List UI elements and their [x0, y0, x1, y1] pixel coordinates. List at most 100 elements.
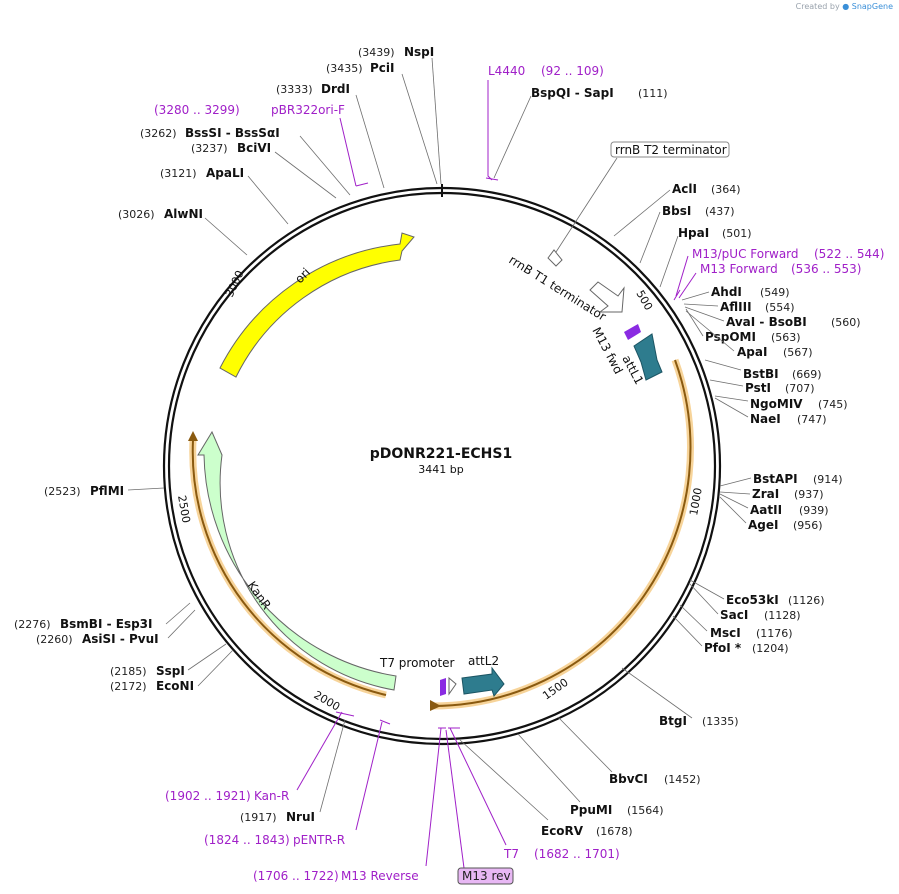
credit-brand: SnapGene	[851, 2, 893, 11]
leader-avai	[684, 306, 725, 322]
enzyme-psti-pos: (707)	[785, 382, 815, 395]
enzyme-bbvci-pos: (1452)	[664, 773, 701, 786]
primer-kanr-range: (1902 .. 1921)	[165, 789, 251, 803]
leader-afliii	[683, 303, 719, 307]
leader-m13fwd-primer	[678, 272, 697, 299]
leader-l4440	[487, 80, 493, 181]
leader-m13rev	[425, 727, 442, 867]
primer-kanr: Kan-R	[254, 789, 289, 803]
primer-pentr-range: (1824 .. 1843)	[204, 833, 290, 847]
enzyme-acli-pos: (364)	[711, 183, 741, 196]
enzyme-ngomiv-pos: (745)	[818, 398, 848, 411]
orf-arc-right	[431, 359, 692, 708]
leader-pbr322	[339, 117, 357, 187]
attl2-arrow	[461, 666, 505, 698]
enzyme-apali-pos: (3121)	[160, 167, 197, 180]
enzyme-bstapi: BstAPI	[753, 472, 798, 486]
enzyme-afliii: AflIII	[720, 300, 752, 314]
enzyme-pflmi: PflMI	[90, 484, 124, 498]
snapgene-logo: ●	[842, 2, 850, 11]
primer-m13fwd: M13 Forward	[700, 262, 778, 276]
enzyme-agei: AgeI	[748, 518, 778, 532]
enzyme-apai: ApaI	[737, 345, 767, 359]
enzyme-bspqi-pos: (111)	[638, 87, 668, 100]
enzyme-drdi: DrdI	[321, 82, 350, 96]
primer-l4440-range: (92 .. 109)	[541, 64, 604, 78]
enzyme-bbsi: BbsI	[662, 204, 691, 218]
leader-psti	[709, 379, 744, 387]
leader-pcii	[401, 73, 438, 185]
plasmid-size: 3441 bp	[418, 463, 463, 476]
enzyme-nspi-pos: (3439)	[358, 46, 395, 59]
leader-acli	[613, 189, 671, 237]
primer-kanr-mark	[335, 711, 355, 717]
enzyme-pspomi-pos: (563)	[771, 331, 801, 344]
tick-2500: 2500	[175, 494, 193, 524]
enzyme-pcii: PciI	[370, 61, 395, 75]
primer-t7: T7	[503, 847, 519, 861]
enzyme-avai-pos: (560)	[831, 316, 861, 329]
enzyme-alwni: AlwNI	[164, 207, 203, 221]
enzyme-eco53ki-pos: (1126)	[788, 594, 825, 607]
m13-rev-box	[457, 867, 514, 885]
primer-m13fwd-range: (536 .. 553)	[791, 262, 861, 276]
leader-agei	[719, 496, 747, 524]
leader-drdi	[355, 94, 385, 189]
enzyme-sspi: SspI	[156, 664, 185, 678]
enzyme-bstbi: BstBI	[743, 367, 779, 381]
leader-ngomiv	[714, 395, 749, 402]
t7-promoter-arrow	[440, 678, 446, 696]
enzyme-econi: EcoNI	[156, 679, 194, 693]
enzyme-afliii-pos: (554)	[765, 301, 795, 314]
enzyme-sspi-pos: (2185)	[110, 665, 147, 678]
enzyme-pflmi-pos: (2523)	[44, 485, 81, 498]
leader-ahdi	[681, 291, 710, 301]
enzyme-nrui-pos: (1917)	[240, 811, 277, 824]
enzyme-zrai: ZraI	[752, 487, 779, 501]
enzyme-ppumi: PpuMI	[570, 803, 612, 817]
enzyme-bbsi-pos: (437)	[705, 205, 735, 218]
primer-m13puc-mark	[673, 289, 681, 301]
primer-pbr322: pBR322ori-F	[271, 103, 345, 117]
attl2-label: attL2	[468, 654, 499, 668]
orf-arc-right-head	[430, 700, 441, 711]
enzyme-msci-pos: (1176)	[756, 627, 793, 640]
enzyme-apai-pos: (567)	[783, 346, 813, 359]
ori-arrow	[219, 232, 415, 378]
leader-ppumi	[517, 733, 581, 803]
snapgene-credit: Created by ● SnapGene	[796, 2, 893, 11]
leader-pfoi	[672, 615, 703, 647]
enzyme-ppumi-pos: (1564)	[627, 804, 664, 817]
enzyme-pfoi: PfoI *	[704, 641, 742, 655]
leader-nspi	[431, 57, 442, 185]
plasmid-name: pDONR221-ECHS1	[370, 446, 512, 462]
enzyme-pcii-pos: (3435)	[326, 62, 363, 75]
rrnb-t2-label: rrnB T2 terminator	[615, 143, 727, 157]
primer-pbr322-mark	[355, 182, 369, 187]
leader-m13puc	[675, 255, 689, 297]
enzyme-bbvci: BbvCI	[609, 772, 648, 786]
enzyme-econi-pos: (2172)	[110, 680, 147, 693]
m13-fwd-arrow	[624, 324, 641, 340]
enzyme-bcivi: BciVI	[237, 141, 271, 155]
tick-2000: 2000	[312, 688, 343, 713]
leader-econi	[197, 649, 234, 687]
leader-pflmi	[127, 487, 165, 491]
leader-kanr-primer	[296, 711, 343, 791]
enzyme-btgi-pos: (1335)	[702, 715, 739, 728]
leader-bsmbi	[165, 602, 191, 625]
m13-fwd-label: M13 fwd	[589, 325, 625, 377]
enzyme-agei-pos: (956)	[793, 519, 823, 532]
leader-bsssi	[299, 135, 351, 196]
leader-aatii	[719, 493, 749, 509]
rrnb-t1-arrow	[589, 281, 625, 313]
enzyme-ahdi: AhdI	[711, 285, 742, 299]
enzyme-hpai-pos: (501)	[722, 227, 752, 240]
enzyme-ecorv-pos: (1678)	[596, 825, 633, 838]
leader-btgi	[621, 667, 693, 719]
enzyme-bstapi-pos: (914)	[813, 473, 843, 486]
primer-pentr-mark	[379, 719, 391, 725]
primer-l4440: L4440	[488, 64, 525, 78]
rrnb-t2-arrow	[547, 249, 563, 267]
primer-pbr322-range: (3280 .. 3299)	[154, 103, 240, 117]
